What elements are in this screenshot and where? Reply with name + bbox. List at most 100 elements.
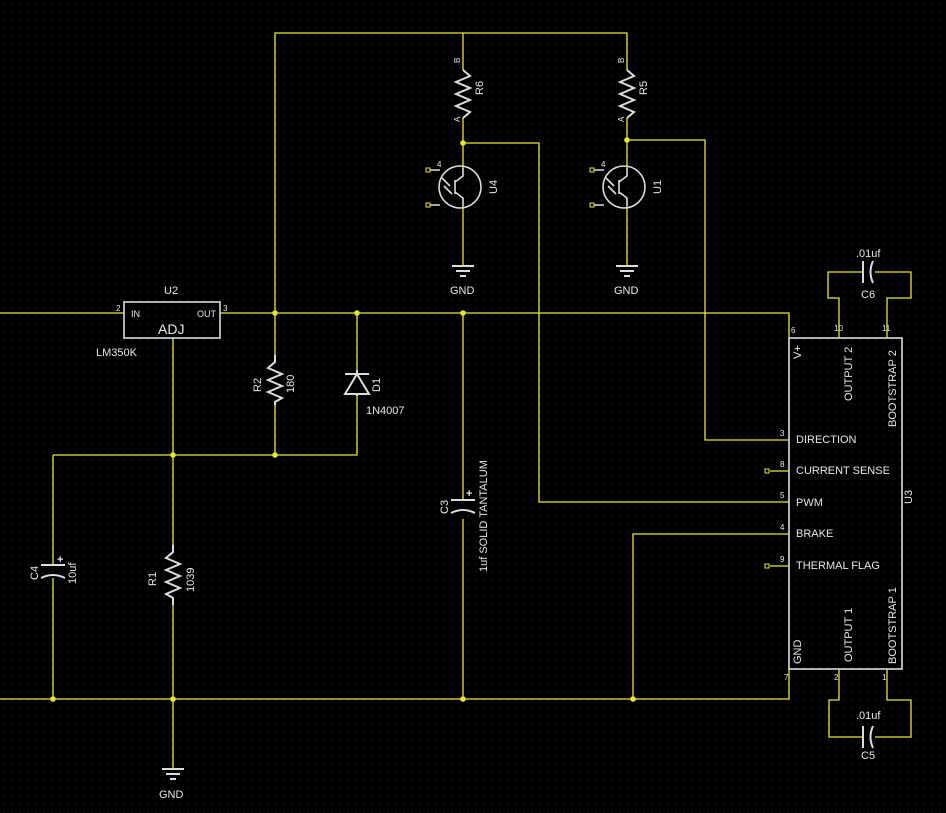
u3-pin-pwm-label: PWM — [796, 497, 823, 509]
capacitor-c5[interactable]: .01uf C5 — [856, 710, 881, 762]
u3-pin-direction-label: DIRECTION — [796, 434, 857, 446]
u3-bootstrap1-label: BOOTSTRAP 1 — [887, 587, 899, 664]
u3-bootstrap2-label: BOOTSTRAP 2 — [887, 350, 899, 427]
d1-body — [343, 370, 371, 396]
junction-dot — [50, 696, 56, 702]
wire-adj-node[interactable] — [53, 396, 358, 456]
gnd-symbol-u4[interactable]: GND — [450, 262, 475, 297]
r6-body — [453, 69, 473, 119]
u3-output1-label: OUTPUT 1 — [843, 608, 855, 662]
wire-ground-rail[interactable] — [0, 684, 790, 700]
optocoupler-u4[interactable]: 4 U4 — [425, 160, 500, 209]
u1-light-arrows — [605, 177, 617, 195]
gnd-symbol-main[interactable]: GND — [159, 765, 184, 801]
resistor-r1[interactable]: R1 1039 — [147, 545, 197, 605]
c3-value: 1uf SOLID TANTALUM — [478, 460, 490, 572]
c4-ref: C4 — [29, 566, 41, 580]
u4-body — [438, 165, 482, 209]
r5-ref: R5 — [638, 81, 650, 95]
r6-ref: R6 — [474, 81, 486, 95]
u2-body — [123, 301, 221, 339]
r5-body — [617, 69, 637, 119]
u3-vplus-label: V+ — [792, 345, 804, 359]
resistor-r2[interactable]: R2 180 — [252, 355, 297, 405]
u4-ref: U4 — [488, 180, 500, 194]
u3-output2-num: 10 — [834, 324, 843, 333]
u1-transistor — [618, 168, 628, 206]
r1-ref: R1 — [147, 572, 159, 586]
c6-ref: C6 — [861, 289, 875, 301]
u3-gnd-label: GND — [792, 640, 804, 665]
u3-pin-current-sense-label: CURRENT SENSE — [796, 465, 890, 477]
d1-value: 1N4007 — [366, 405, 405, 417]
r6-pin-a: A — [453, 116, 462, 122]
u2-pin-in-label: IN — [131, 309, 140, 319]
wires — [0, 32, 912, 765]
r2-body — [265, 355, 285, 405]
u2-value: LM350K — [96, 347, 138, 359]
u3-pin-num: 4 — [780, 523, 785, 532]
gnd-label: GND — [614, 285, 639, 297]
wire-brake[interactable] — [632, 533, 789, 699]
u3-pin-num: 9 — [780, 555, 785, 564]
junctions — [50, 137, 636, 702]
junction-dot — [460, 696, 466, 702]
u3-pin-brake-label: BRAKE — [796, 528, 833, 540]
capacitor-c3[interactable]: + C3 1uf SOLID TANTALUM — [439, 460, 490, 572]
wire-vout-rail[interactable] — [226, 312, 790, 325]
wire-c6[interactable] — [827, 271, 912, 325]
junction-dot — [354, 310, 360, 316]
junction-dot — [170, 452, 176, 458]
c5-body — [862, 725, 874, 749]
r2-ref: R2 — [252, 378, 264, 392]
junction-dot — [460, 140, 466, 146]
r6-pin-b: B — [453, 58, 462, 63]
u2-pin-out-num: 3 — [223, 304, 228, 313]
optocoupler-u1[interactable]: 4 U1 — [589, 160, 664, 209]
u4-light-arrows — [441, 177, 453, 195]
junction-dot — [272, 310, 278, 316]
u1-ref: U1 — [652, 180, 664, 194]
u4-transistor — [454, 168, 464, 206]
u3-output2-label: OUTPUT 2 — [843, 347, 855, 401]
u3-vplus-num: 6 — [791, 326, 796, 335]
gnd-symbol-u1[interactable]: GND — [614, 262, 639, 297]
capacitor-c4[interactable]: + C4 10uf — [29, 554, 79, 584]
r1-value: 1039 — [185, 568, 197, 592]
u3-gnd-num: 7 — [784, 673, 789, 682]
u2-ref: U2 — [164, 285, 178, 297]
u3-output1-num: 2 — [834, 673, 839, 682]
resistor-r6[interactable]: B A R6 — [453, 52, 486, 124]
wire-c5[interactable] — [828, 684, 912, 738]
c3-body — [450, 499, 476, 514]
resistor-r5[interactable]: B A R5 — [617, 52, 650, 124]
capacitor-c6[interactable]: .01uf C6 — [856, 248, 881, 301]
u3-pin-thermal-flag-label: THERMAL FLAG — [796, 560, 880, 572]
regulator-u2[interactable]: U2 IN OUT ADJ 2 3 LM350K — [96, 285, 228, 359]
u3-bootstrap1-num: 1 — [882, 673, 887, 682]
gnd-label: GND — [450, 285, 475, 297]
c6-body — [862, 260, 874, 284]
wire-direction[interactable] — [627, 139, 789, 441]
junction-dot — [170, 696, 176, 702]
u3-pin-num: 8 — [780, 460, 785, 469]
c3-polarity: + — [466, 488, 472, 500]
diode-d1[interactable]: D1 1N4007 — [343, 370, 405, 417]
gnd-label: GND — [159, 789, 184, 801]
c5-ref: C5 — [861, 750, 875, 762]
u1-pin-num: 4 — [601, 160, 606, 169]
u2-pin-in-num: 2 — [116, 304, 121, 313]
wire-top-loop[interactable] — [274, 32, 628, 313]
u2-pin-out-label: OUT — [197, 309, 217, 319]
u4-leads — [430, 169, 440, 206]
u4-pin-num: 4 — [437, 160, 442, 169]
driver-ic-u3[interactable]: 6 10 11 V+ OUTPUT 2 BOOTSTRAP 2 7 2 1 GN… — [764, 324, 915, 684]
d1-ref: D1 — [371, 378, 383, 392]
u2-adj-label: ADJ — [158, 321, 184, 337]
c4-polarity: + — [57, 554, 63, 566]
u3-pin-num: 3 — [780, 429, 785, 438]
wire-pwm[interactable] — [463, 142, 789, 503]
junction-dot — [460, 310, 466, 316]
